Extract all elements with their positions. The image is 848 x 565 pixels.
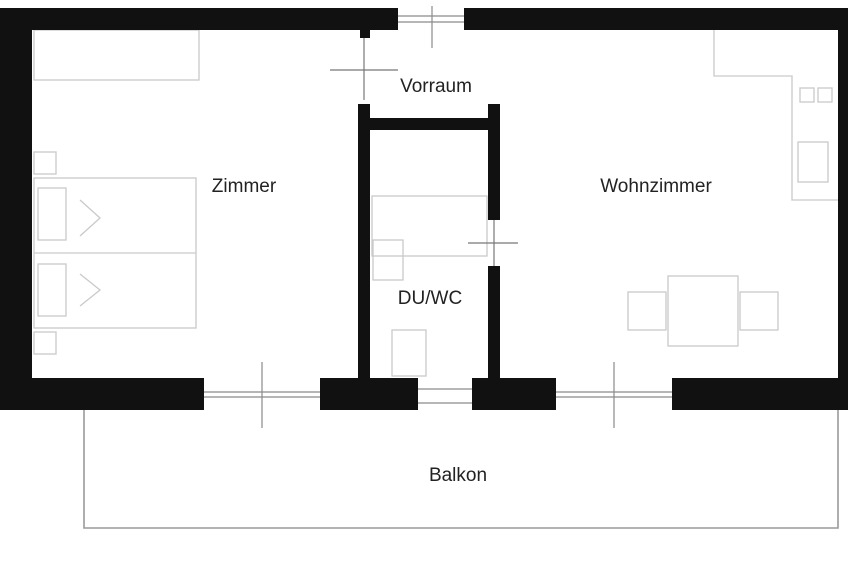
shower xyxy=(371,195,488,257)
stove-burner xyxy=(817,87,833,103)
nightstand xyxy=(33,331,57,355)
wall-bottom-right xyxy=(672,378,838,410)
label-balkon: Balkon xyxy=(429,465,487,486)
wall-right xyxy=(838,8,848,410)
balcony-railing xyxy=(83,410,839,529)
furniture-layer xyxy=(33,29,838,377)
walls-layer xyxy=(0,8,848,410)
label-zimmer: Zimmer xyxy=(212,176,277,197)
nightstand xyxy=(33,151,57,175)
kitchen-counter xyxy=(713,30,838,201)
wall-stub-top xyxy=(360,30,370,38)
wardrobe xyxy=(33,29,200,81)
wall-bottom-left xyxy=(0,378,204,410)
washbasin xyxy=(372,239,404,281)
label-vorraum: Vorraum xyxy=(400,76,472,97)
kitchen-sink xyxy=(797,141,829,183)
room-labels: Vorraum Zimmer Wohnzimmer DU/WC Balkon xyxy=(212,76,713,486)
openings-layer xyxy=(204,6,672,428)
wall-bath-right-lower xyxy=(488,266,500,382)
chair xyxy=(627,291,667,331)
wall-bottom-mid-left xyxy=(320,378,418,410)
dining-table xyxy=(667,275,739,347)
wall-bath-top xyxy=(358,118,500,130)
wall-bath-left xyxy=(358,104,370,382)
wall-top-right xyxy=(464,8,848,30)
stove-burner xyxy=(799,87,815,103)
wall-top-left xyxy=(0,8,398,30)
wall-bottom-mid-right xyxy=(472,378,556,410)
label-wohnzimmer: Wohnzimmer xyxy=(600,176,712,197)
wall-bath-right-upper xyxy=(488,104,500,220)
toilet xyxy=(391,329,427,377)
double-bed xyxy=(33,177,197,329)
wall-left xyxy=(0,8,32,410)
label-duwc: DU/WC xyxy=(398,288,462,309)
chair xyxy=(739,291,779,331)
